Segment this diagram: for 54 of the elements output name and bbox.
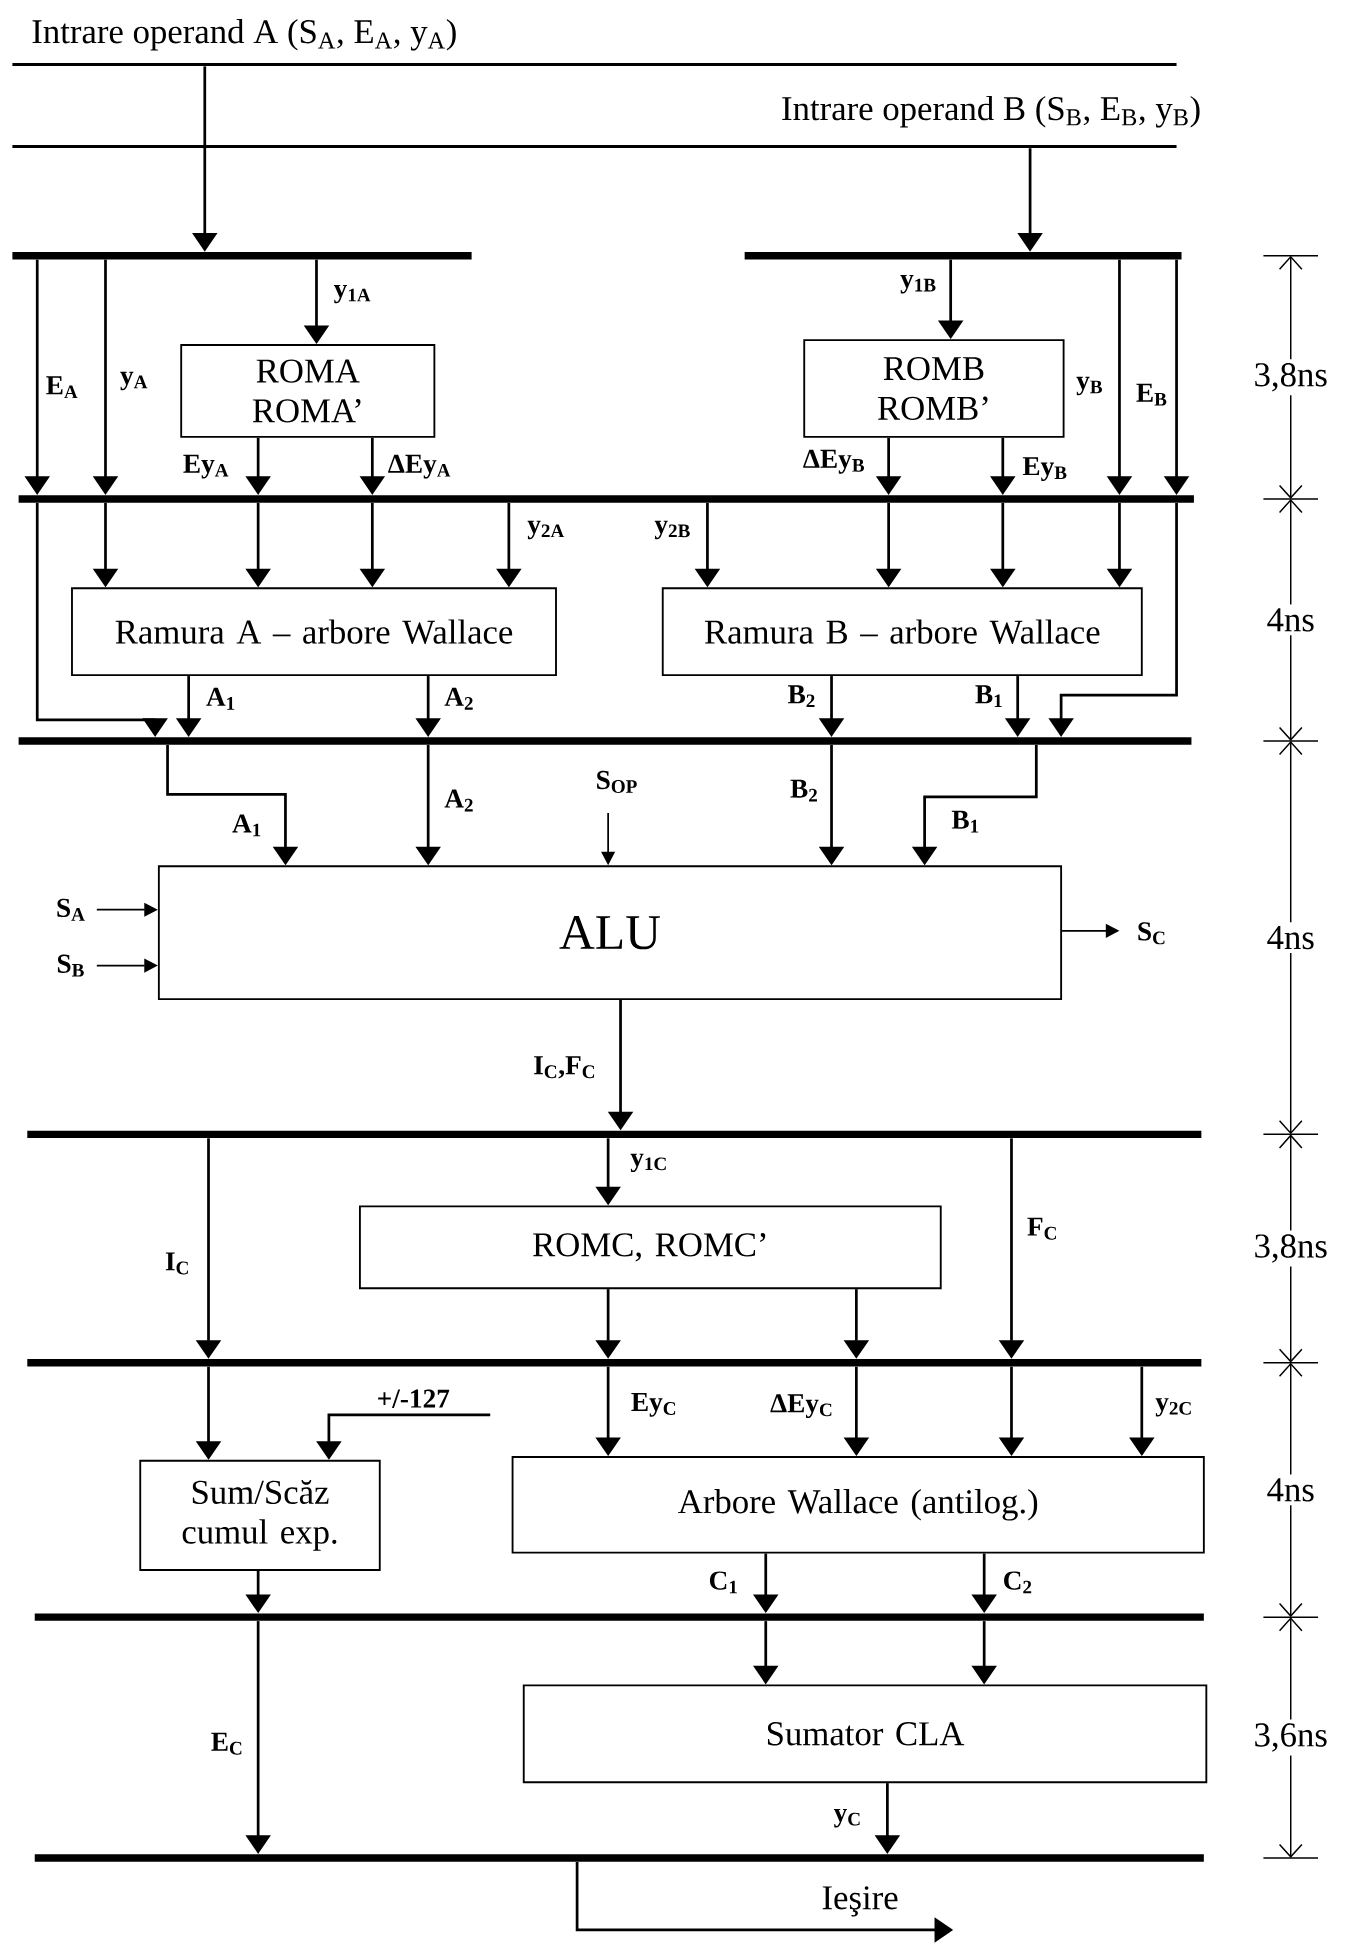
- signal-label: A$_{1}$: [232, 814, 261, 837]
- signal-label: y$_{B}$: [1076, 376, 1103, 396]
- signal-label: E$_{A}$: [46, 376, 78, 399]
- signal-label: I$_{C}$: [166, 1252, 189, 1275]
- signal-label: y$_{1C}$: [630, 1153, 667, 1173]
- block-box: ROMA ROMA’: [180, 344, 436, 438]
- bus-line: Intrare operand A (S$_{A}$, E$_{A}$, y$_{A}$): [12, 18, 1177, 67]
- signal-label: y$_{A}$: [120, 371, 148, 391]
- signal-label: B$_{2}$: [788, 685, 815, 708]
- signal-label: S$_{C}$: [1138, 922, 1165, 945]
- block-box: Sumator CLA: [523, 1684, 1208, 1784]
- signal-label: Ey$_{C}$: [631, 1393, 676, 1417]
- block-box: ROMB ROMB’: [803, 339, 1065, 438]
- block-box: ROMC, ROMC’: [359, 1205, 942, 1290]
- signal-label: +/-127: [378, 1389, 450, 1408]
- bus-line: Intrare operand B (S$_{B}$, E$_{B}$, y$_{B}$): [12, 95, 1200, 148]
- signal-label: B$_{2}$: [790, 779, 818, 802]
- signal-label: B$_{1}$: [975, 685, 1002, 708]
- signal-label: ΔEy$_{B}$: [803, 449, 865, 474]
- block-box: Arbore Wallace (antilog.): [511, 1456, 1205, 1554]
- signal-label: S$_{A}$: [57, 898, 85, 921]
- signal-label: A$_{2}$: [444, 789, 473, 812]
- signal-label: Ieşire: [822, 1886, 898, 1917]
- signal-label: A$_{1}$: [206, 687, 235, 710]
- timing-label: 3,6ns: [1250, 1719, 1332, 1756]
- signal-label: ΔEy$_{A}$: [388, 454, 451, 479]
- signal-label: C$_{1}$: [710, 1571, 738, 1594]
- signal-label: I$_{C}$,F$_{C}$: [534, 1056, 595, 1079]
- signal-label: S$_{B}$: [58, 954, 85, 977]
- timing-label: 4ns: [1263, 604, 1319, 636]
- signal-label: y$_{1B}$: [900, 275, 936, 294]
- block-box: ALU: [158, 865, 1063, 1000]
- signal-label: E$_{C}$: [211, 1732, 242, 1755]
- block-box: Sum/Scăz cumul exp.: [139, 1459, 381, 1571]
- signal-label: E$_{B}$: [1136, 383, 1167, 406]
- signal-label: y$_{1A}$: [334, 284, 371, 304]
- signal-label: y$_{2C}$: [1155, 1398, 1191, 1417]
- signal-label: ΔEy$_{C}$: [770, 1394, 832, 1419]
- signal-label: C$_{2}$: [1004, 1571, 1032, 1594]
- timing-label: 3,8ns: [1250, 1230, 1332, 1267]
- signal-label: Ey$_{A}$: [183, 454, 229, 479]
- signal-label: y$_{2B}$: [654, 520, 691, 540]
- block-box: Ramura A – arbore Wallace: [71, 587, 558, 677]
- signal-label: B$_{1}$: [952, 810, 979, 833]
- signal-label: F$_{C}$: [1027, 1217, 1057, 1240]
- block-box: Ramura B – arbore Wallace: [662, 587, 1143, 677]
- timing-label: 3,8ns: [1250, 359, 1332, 396]
- signal-label: y$_{2A}$: [527, 520, 565, 540]
- timing-label: 4ns: [1263, 922, 1319, 953]
- timing-label: 4ns: [1263, 1474, 1319, 1506]
- signal-label: y$_{C}$: [834, 1808, 860, 1828]
- signal-label: S$_{OP}$: [597, 770, 638, 793]
- signal-label: A$_{2}$: [444, 687, 473, 710]
- signal-label: Ey$_{B}$: [1023, 457, 1067, 481]
